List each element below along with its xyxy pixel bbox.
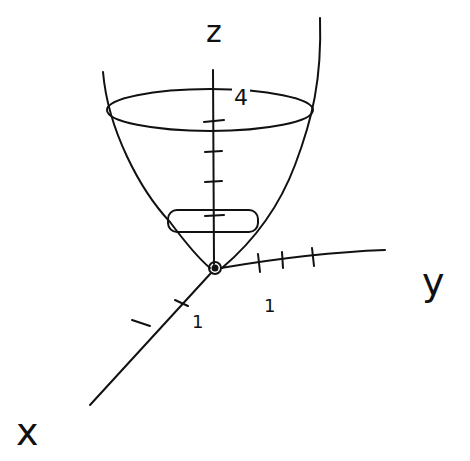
tick-mark [204,120,224,122]
tick-mark [205,151,222,152]
tick-label: 1 [190,312,205,332]
tick-label: 1 [262,296,277,316]
level-curve [107,89,313,131]
tick-mark [175,300,188,306]
tick-mark [205,181,222,182]
origin-point [213,266,218,271]
x-axis [90,273,211,405]
axis-label: y [420,262,447,302]
axis-label: 4 [232,86,250,110]
axis-label: x [14,412,41,452]
tick-mark [132,320,150,326]
z-axis [213,70,214,264]
y-axis [221,250,385,268]
tick-mark [258,254,260,272]
axis-label: z [204,16,224,48]
surface-outline [222,18,320,268]
tick-mark [282,252,283,268]
tick-mark [312,248,314,266]
tick-mark [205,215,224,216]
surface-outline [103,72,210,268]
